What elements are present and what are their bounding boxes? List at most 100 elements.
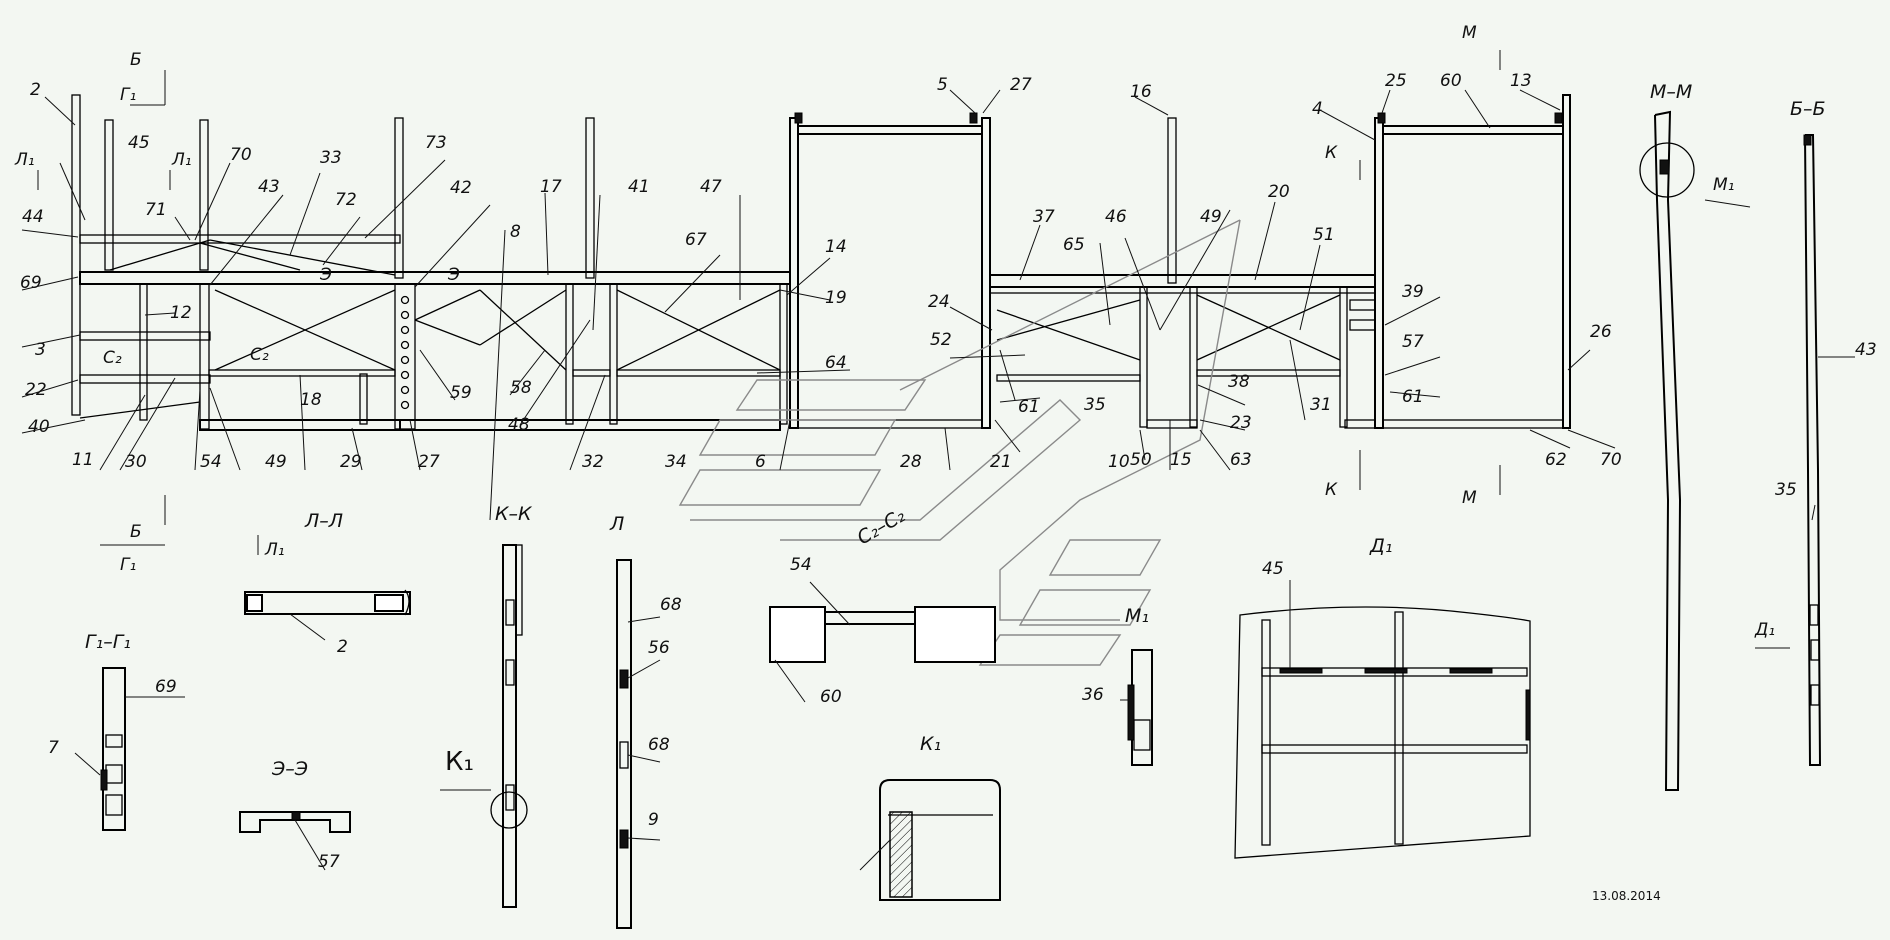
callout: 30 bbox=[125, 452, 147, 472]
callout: 2 bbox=[30, 80, 41, 100]
callout: 22 bbox=[25, 380, 47, 400]
callout: 37 bbox=[1033, 207, 1055, 227]
title-ll: Л–Л bbox=[304, 510, 343, 532]
callout: 2 bbox=[337, 637, 348, 657]
callout: 21 bbox=[990, 452, 1012, 472]
callout: 65 bbox=[1063, 235, 1085, 255]
callout: 46 bbox=[1105, 207, 1127, 227]
callout: 57 bbox=[1402, 332, 1424, 352]
right-cabin bbox=[1374, 94, 1571, 429]
callout: 31 bbox=[1310, 395, 1332, 415]
callout: 49 bbox=[265, 452, 287, 472]
detail-ll bbox=[244, 589, 411, 616]
callout: 61 bbox=[1402, 387, 1424, 407]
mark-b: Б bbox=[130, 50, 142, 70]
callout: 35 bbox=[1084, 395, 1106, 415]
callout: 57 bbox=[318, 852, 340, 872]
callout: 25 bbox=[1385, 71, 1407, 91]
section-mm-profile bbox=[1639, 110, 1695, 791]
callout: 48 bbox=[508, 415, 530, 435]
title-d1-view: Д₁ bbox=[1369, 535, 1392, 557]
callout: 45 bbox=[1262, 559, 1284, 579]
mark-c2-left: С₂ bbox=[103, 348, 122, 368]
callout: 29 bbox=[340, 452, 362, 472]
section-mark-labels: Б Г₁ Л₁ Л₁ Э Э С₂ С₂ М К К М Б Г₁ Л₁ М₁ … bbox=[14, 23, 1775, 640]
callout: 43 bbox=[258, 177, 280, 197]
callout-numbers: 2 45 44 69 3 22 40 11 30 71 70 43 33 72 … bbox=[20, 71, 1877, 872]
callout: 43 bbox=[1855, 340, 1877, 360]
section-c2c2-profile bbox=[769, 606, 996, 663]
callout: 45 bbox=[128, 133, 150, 153]
callout: 40 bbox=[28, 417, 50, 437]
callout: 26 bbox=[1590, 322, 1612, 342]
callout: 6 bbox=[755, 452, 766, 472]
mark-l1-lower: Л₁ bbox=[264, 540, 285, 560]
callout: 44 bbox=[22, 207, 44, 227]
callout: 14 bbox=[825, 237, 847, 257]
callout: 32 bbox=[582, 452, 604, 472]
callout: 39 bbox=[1402, 282, 1424, 302]
post-holes bbox=[400, 295, 410, 410]
callout: 64 bbox=[825, 353, 847, 373]
callout: 34 bbox=[665, 452, 687, 472]
mark-g1-lower: Г₁ bbox=[120, 555, 136, 575]
mark-m1: М₁ bbox=[1713, 175, 1734, 195]
callout: 12 bbox=[170, 303, 192, 323]
callout: 54 bbox=[790, 555, 812, 575]
section-bb-profile bbox=[1803, 134, 1822, 766]
mark-e-left: Э bbox=[319, 265, 332, 285]
detail-g1g1 bbox=[100, 667, 126, 831]
title-mm: М–М bbox=[1650, 81, 1692, 103]
callout: 70 bbox=[1600, 450, 1622, 470]
callout: 15 bbox=[1170, 450, 1192, 470]
section-arrows bbox=[37, 50, 1790, 649]
callout: 13 bbox=[1510, 71, 1532, 91]
mark-m-top: М bbox=[1462, 23, 1477, 43]
title-l1-view: Л bbox=[609, 513, 624, 535]
mark-c2-right: С₂ bbox=[250, 345, 269, 365]
callout: 11 bbox=[72, 450, 94, 470]
callout: 52 bbox=[930, 330, 952, 350]
mark-g1: Г₁ bbox=[120, 85, 136, 105]
title-g1g1: Г₁–Г₁ bbox=[85, 631, 131, 653]
callout: 27 bbox=[418, 452, 440, 472]
callout: 4 bbox=[1312, 99, 1323, 119]
title-c2c2: С₂–С₂ bbox=[854, 504, 910, 549]
main-frame-right bbox=[989, 117, 1376, 429]
callout: 59 bbox=[450, 383, 472, 403]
callout: 71 bbox=[145, 200, 167, 220]
callout: 18 bbox=[300, 390, 322, 410]
callout: 33 bbox=[320, 148, 342, 168]
callout: 62 bbox=[1545, 450, 1567, 470]
main-frame-left bbox=[71, 94, 791, 431]
callout: 20 bbox=[1268, 182, 1290, 202]
callout: 28 bbox=[900, 452, 922, 472]
callout: 73 bbox=[425, 133, 447, 153]
callout: 61 bbox=[1018, 397, 1040, 417]
callout: 54 bbox=[200, 452, 222, 472]
mark-b-lower: Б bbox=[130, 522, 142, 542]
callout: 67 bbox=[685, 230, 707, 250]
callout: 49 bbox=[1200, 207, 1222, 227]
title-k1-big: К₁ bbox=[445, 747, 474, 777]
mark-d1: Д₁ bbox=[1754, 620, 1775, 640]
callout: 8 bbox=[510, 222, 521, 242]
mark-l1-mid: Л₁ bbox=[171, 150, 192, 170]
title-ee: Э–Э bbox=[271, 758, 308, 780]
callout: 23 bbox=[1230, 413, 1252, 433]
callout: 35 bbox=[1775, 480, 1797, 500]
detail-d1 bbox=[1234, 606, 1531, 859]
callout: 42 bbox=[450, 178, 472, 198]
callout: 16 bbox=[1130, 82, 1152, 102]
callout: 56 bbox=[648, 638, 670, 658]
detail-kk bbox=[490, 544, 528, 908]
callout: 7 bbox=[48, 738, 59, 758]
drawing-date: 13.08.2014 bbox=[1592, 889, 1661, 903]
detail-k1 bbox=[879, 779, 1001, 901]
callout: 5 bbox=[937, 75, 948, 95]
callout: 3 bbox=[35, 340, 46, 360]
callout: 72 bbox=[335, 190, 357, 210]
detail-ee bbox=[239, 811, 351, 833]
callout: 68 bbox=[648, 735, 670, 755]
